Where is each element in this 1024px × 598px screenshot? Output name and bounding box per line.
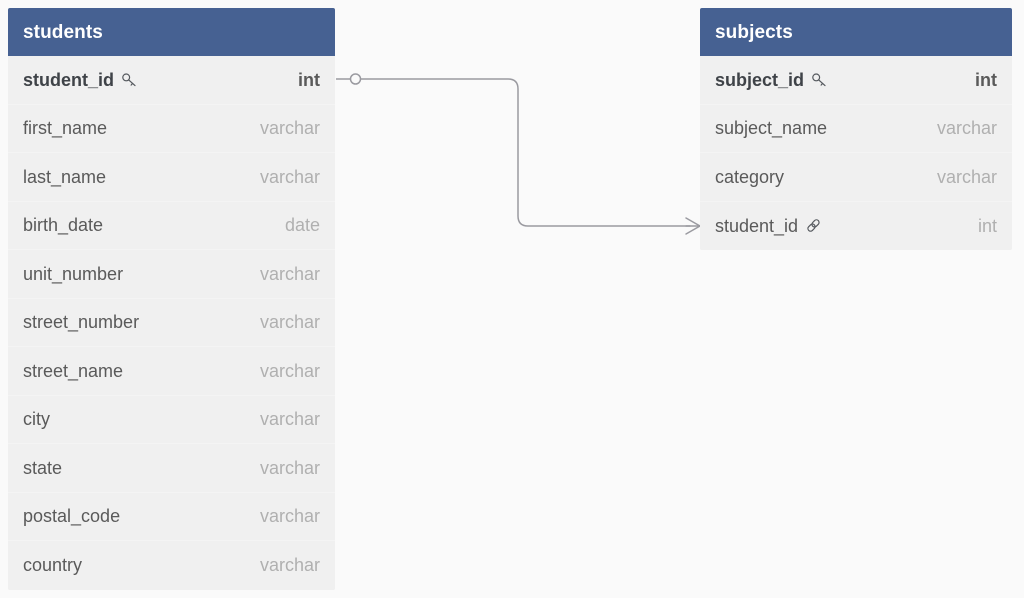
field-name: street_name (23, 360, 124, 381)
field-type: varchar (259, 555, 320, 576)
field-row-category[interactable]: category varchar (700, 153, 1012, 202)
field-name: country (23, 555, 83, 576)
field-name: student_id (715, 215, 799, 236)
field-type: int (298, 69, 320, 90)
field-type: varchar (259, 457, 320, 478)
field-row-postal-code[interactable]: postal_code varchar (8, 492, 335, 541)
field-type: varchar (936, 166, 997, 187)
relationship-students-subjects[interactable] (336, 73, 701, 235)
field-name: unit_number (23, 263, 124, 284)
field-row-first-name[interactable]: first_name varchar (8, 104, 335, 153)
field-type: varchar (936, 118, 997, 139)
field-row-street-number[interactable]: street_number varchar (8, 298, 335, 347)
field-type: varchar (259, 312, 320, 333)
field-name: birth_date (23, 215, 104, 236)
key-icon (121, 71, 138, 88)
entity-header-subjects[interactable]: subjects (700, 8, 1012, 56)
field-type: varchar (259, 166, 320, 187)
field-row-country[interactable]: country varchar (8, 541, 335, 590)
field-name: subject_name (715, 118, 828, 139)
field-name: street_number (23, 312, 140, 333)
link-icon (805, 217, 822, 234)
field-row-state[interactable]: state varchar (8, 444, 335, 493)
field-type: int (975, 69, 997, 90)
entity-title: students (23, 21, 103, 43)
entity-fields-subjects: subject_id int subje (700, 56, 1012, 250)
entity-title: subjects (715, 21, 793, 43)
field-name: student_id (23, 69, 115, 90)
field-row-subject-id[interactable]: subject_id int (700, 56, 1012, 105)
field-row-subject-name[interactable]: subject_name varchar (700, 104, 1012, 153)
field-row-city[interactable]: city varchar (8, 395, 335, 444)
key-icon (811, 71, 828, 88)
field-type: varchar (259, 263, 320, 284)
entity-header-students[interactable]: students (8, 8, 335, 56)
field-type: int (977, 215, 997, 236)
field-name: subject_id (715, 69, 805, 90)
field-name: city (23, 409, 50, 430)
entity-table-subjects[interactable]: subjects subject_id (700, 8, 1012, 250)
field-row-last-name[interactable]: last_name varchar (8, 153, 335, 202)
field-row-student-id-fk[interactable]: student_id int (700, 201, 1012, 250)
field-row-street-name[interactable]: street_name varchar (8, 347, 335, 396)
field-name: first_name (23, 118, 108, 139)
entity-fields-students: student_id int first (8, 56, 335, 590)
entity-table-students[interactable]: students student_id (8, 8, 335, 590)
field-type: varchar (259, 409, 320, 430)
cardinality-many-marker (685, 217, 701, 235)
field-name: last_name (23, 166, 107, 187)
relationship-path (360, 78, 691, 227)
field-type: date (284, 215, 320, 236)
field-type: varchar (259, 360, 320, 381)
field-row-birth-date[interactable]: birth_date date (8, 201, 335, 250)
field-name: state (23, 457, 63, 478)
field-name: postal_code (23, 506, 121, 527)
field-type: varchar (259, 506, 320, 527)
field-row-student-id[interactable]: student_id int (8, 56, 335, 105)
field-type: varchar (259, 118, 320, 139)
field-name: category (715, 166, 785, 187)
cardinality-one-marker (349, 73, 362, 85)
field-row-unit-number[interactable]: unit_number varchar (8, 250, 335, 299)
